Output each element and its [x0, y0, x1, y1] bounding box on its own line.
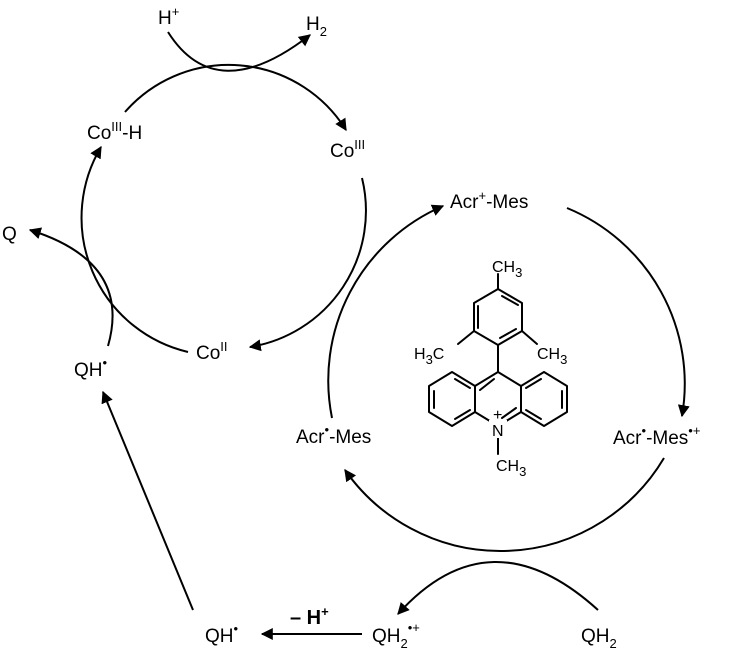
arc-coiii-h-to-coiii	[124, 63, 347, 132]
h-plus-label: H+	[158, 4, 179, 29]
minus-h-plus-label: – H+	[290, 604, 329, 629]
acridinium-cycle: Acr+-Mes Acr•-Mes Acr•-Mes•+	[296, 188, 700, 552]
n-label: N	[492, 423, 504, 440]
qh-radical-bottom-label: QH•	[205, 621, 239, 647]
acr-radical-mes-label: Acr•-Mes	[296, 422, 371, 448]
h3c-left-label: H3C	[414, 346, 444, 367]
co-iii-h-label: CoIII-H	[87, 119, 142, 144]
arc-acr-radical-to-acr-plus	[327, 204, 445, 419]
qh-radical-top-label: QH•	[74, 355, 108, 381]
mesityl-ring	[457, 273, 538, 346]
ch3-top-label: CH3	[492, 259, 522, 280]
qh2-label: QH2	[581, 626, 617, 651]
q-label: Q	[2, 224, 17, 245]
quinone-branch: Q QH• QH• – H+ QH2•+ QH2	[2, 224, 617, 651]
qh2-radical-cation-label: QH2•+	[372, 620, 420, 651]
arc-coii-to-coiii-h	[80, 145, 189, 353]
cobalt-cycle: H+ H2 CoIII-H CoIII CoII	[80, 4, 367, 364]
acr-plus-mes-label: Acr+-Mes	[450, 188, 528, 213]
n-plus-label: +	[493, 407, 502, 424]
h2-label: H2	[306, 14, 327, 39]
acridinium-structure: + N CH3 H3C CH3 CH3	[414, 259, 568, 479]
ch3-n-label: CH3	[496, 458, 526, 479]
arrow-qh2-to-qh2-cation	[397, 561, 599, 615]
arrow-h-plus-to-h2	[167, 31, 311, 72]
arrow-qh-to-q	[28, 227, 114, 347]
acridine-core	[428, 371, 568, 455]
co-ii-label: CoII	[196, 339, 228, 364]
co-iii-label: CoIII	[330, 137, 365, 162]
acr-radical-mes-radical-cation-label: Acr•-Mes•+	[613, 423, 700, 449]
arc-coiii-to-coii	[248, 177, 367, 352]
ch3-right-label: CH3	[537, 346, 567, 367]
arrow-qh-bottom-to-qh-top	[101, 390, 194, 611]
arc-acr-plus-to-acr-radical-cation	[566, 207, 690, 418]
arc-acr-radical-cation-to-acr-radical	[344, 457, 665, 552]
